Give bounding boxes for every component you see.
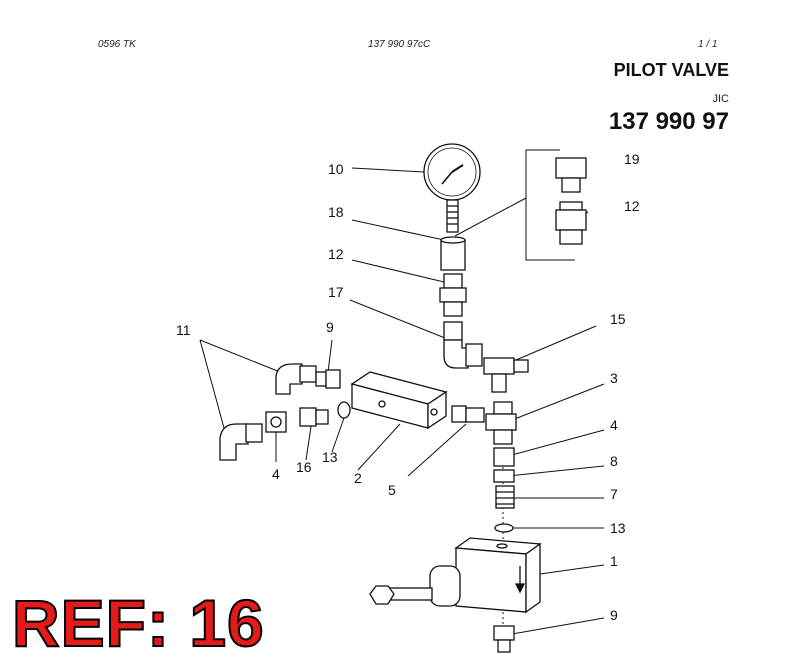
fitting-7: [495, 485, 515, 509]
nut-8: [493, 469, 515, 483]
callout-5: 5: [388, 482, 396, 498]
callout-3: 3: [610, 370, 618, 386]
callout-12-alt: 12: [624, 198, 640, 214]
callout-15: 15: [610, 311, 626, 327]
callout-10: 10: [328, 161, 344, 177]
fitting-9-lower: [493, 625, 515, 653]
callout-19: 19: [624, 151, 640, 167]
callout-13-left: 13: [322, 449, 338, 465]
fitting-5: [451, 405, 485, 423]
union-12: [439, 273, 467, 317]
nut-4-left: [265, 411, 287, 433]
tee-3: [485, 401, 517, 445]
callout-7: 7: [610, 486, 618, 502]
fitting-9-upper: [315, 369, 341, 389]
adapter-18: [440, 236, 466, 271]
reference-label: REF: 16: [11, 586, 265, 660]
callout-1: 1: [610, 553, 618, 569]
callout-17: 17: [328, 284, 344, 300]
elbow-11-lower: [219, 423, 263, 461]
elbow-17: [443, 321, 483, 369]
elbow-11-upper: [275, 363, 317, 395]
callout-2: 2: [354, 470, 362, 486]
union-12-alt: [555, 201, 587, 245]
callout-9-upper: 9: [326, 319, 334, 335]
pressure-gauge: [423, 143, 481, 233]
drawing-code: 137 990 97cC: [368, 39, 431, 50]
pilot-valve-body-1: [369, 537, 542, 614]
callout-4-right: 4: [610, 417, 618, 433]
callout-12: 12: [328, 246, 344, 262]
document-code: 0596 TK: [98, 39, 136, 50]
fitting-19: [555, 157, 587, 193]
seal-13-right: [494, 523, 514, 533]
callout-11: 11: [176, 322, 191, 338]
callout-8: 8: [610, 453, 618, 469]
page-indicator: 1 / 1: [698, 39, 718, 50]
page-subtitle: JIC: [712, 93, 730, 105]
callout-16: 16: [296, 459, 312, 475]
page-title: PILOT VALVE: [613, 60, 729, 80]
callout-4-left: 4: [272, 466, 280, 482]
manifold-block-2: [350, 371, 448, 430]
seal-13-left: [337, 401, 351, 419]
callout-13-right: 13: [610, 520, 626, 536]
fitting-16: [299, 407, 329, 427]
nut-4-right: [493, 447, 515, 467]
callout-18: 18: [328, 204, 344, 220]
part-number: 137 990 97: [608, 108, 729, 135]
tee-15: [483, 357, 529, 393]
callout-9-lower: 9: [610, 607, 618, 623]
